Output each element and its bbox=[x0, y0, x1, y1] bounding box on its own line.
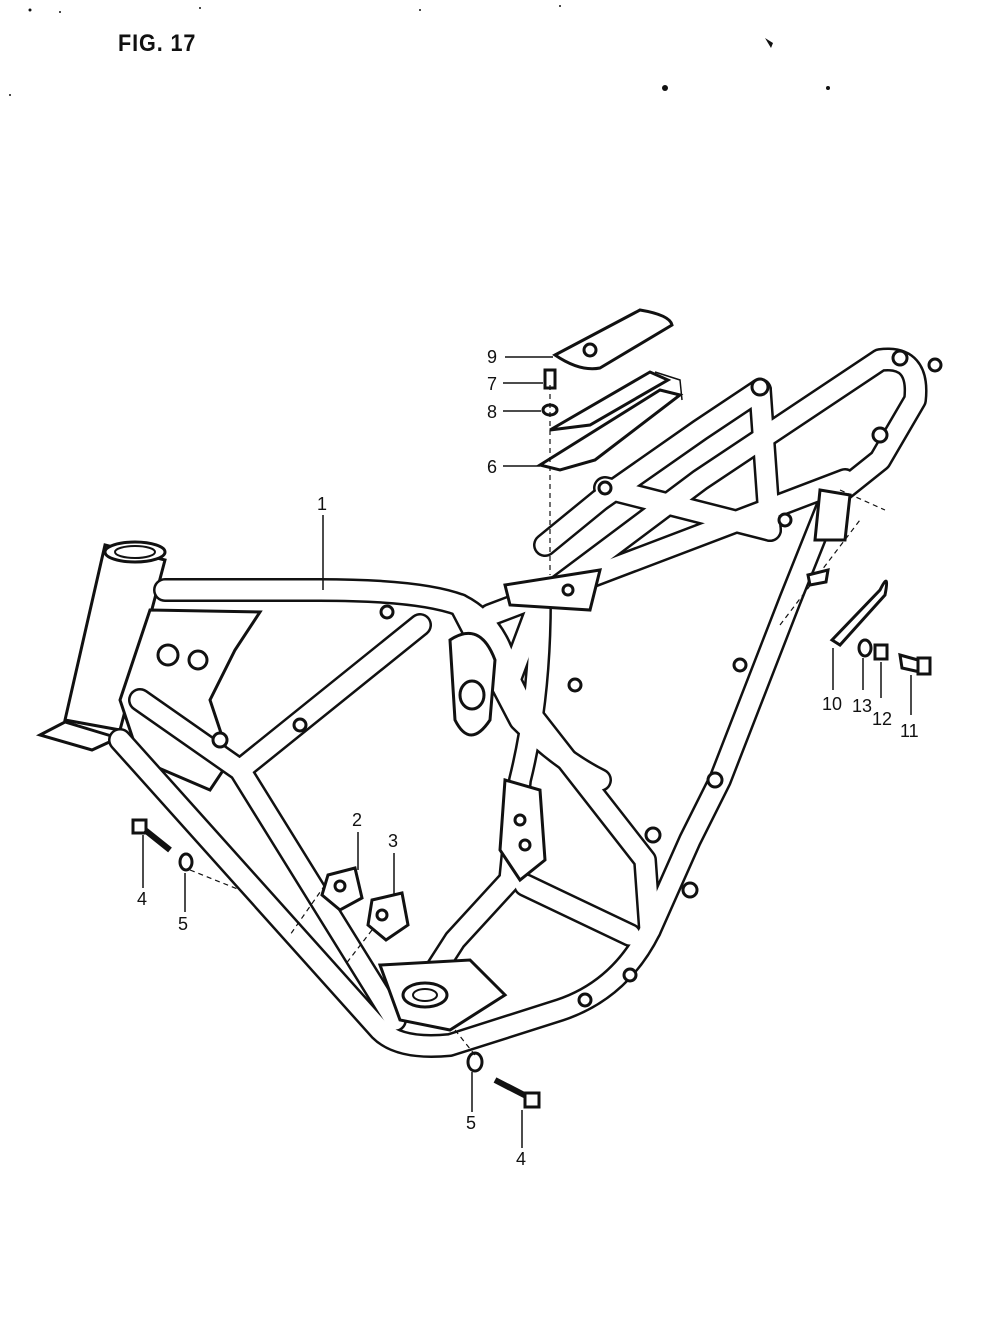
callout-11: 11 bbox=[900, 721, 919, 741]
callout-1: 1 bbox=[317, 494, 327, 514]
part-13-washer bbox=[857, 638, 873, 658]
callout-2: 2 bbox=[352, 810, 362, 830]
part-12-nut bbox=[873, 643, 889, 661]
callout-4-upper: 4 bbox=[137, 889, 147, 909]
callout-4-lower: 4 bbox=[516, 1149, 526, 1169]
part-4-bolt-upper bbox=[131, 818, 172, 853]
part-4-bolt-lower bbox=[493, 1077, 541, 1109]
part-10-clamp bbox=[829, 579, 889, 647]
callout-8: 8 bbox=[487, 402, 497, 422]
part-2-plate bbox=[320, 866, 364, 912]
part-5-washer-lower bbox=[466, 1051, 484, 1073]
callout-12: 12 bbox=[872, 709, 892, 729]
callout-10: 10 bbox=[822, 694, 842, 714]
scan-speckles bbox=[9, 5, 830, 96]
part-9-cover bbox=[552, 308, 674, 371]
part-11-bolt bbox=[898, 652, 932, 676]
callout-9: 9 bbox=[487, 347, 497, 367]
figure-title: FIG. 17 bbox=[118, 30, 197, 57]
part-6-bracket bbox=[536, 370, 684, 472]
callout-7: 7 bbox=[487, 374, 497, 394]
frame-body bbox=[35, 347, 943, 1058]
part-3-plate bbox=[366, 891, 410, 942]
callout-13: 13 bbox=[852, 696, 872, 716]
callout-5-lower: 5 bbox=[466, 1113, 476, 1133]
part-5-washer-upper bbox=[178, 852, 194, 872]
callout-6: 6 bbox=[487, 457, 497, 477]
leader-lines bbox=[142, 356, 912, 1148]
callout-3: 3 bbox=[388, 831, 398, 851]
callout-5-upper: 5 bbox=[178, 914, 188, 934]
